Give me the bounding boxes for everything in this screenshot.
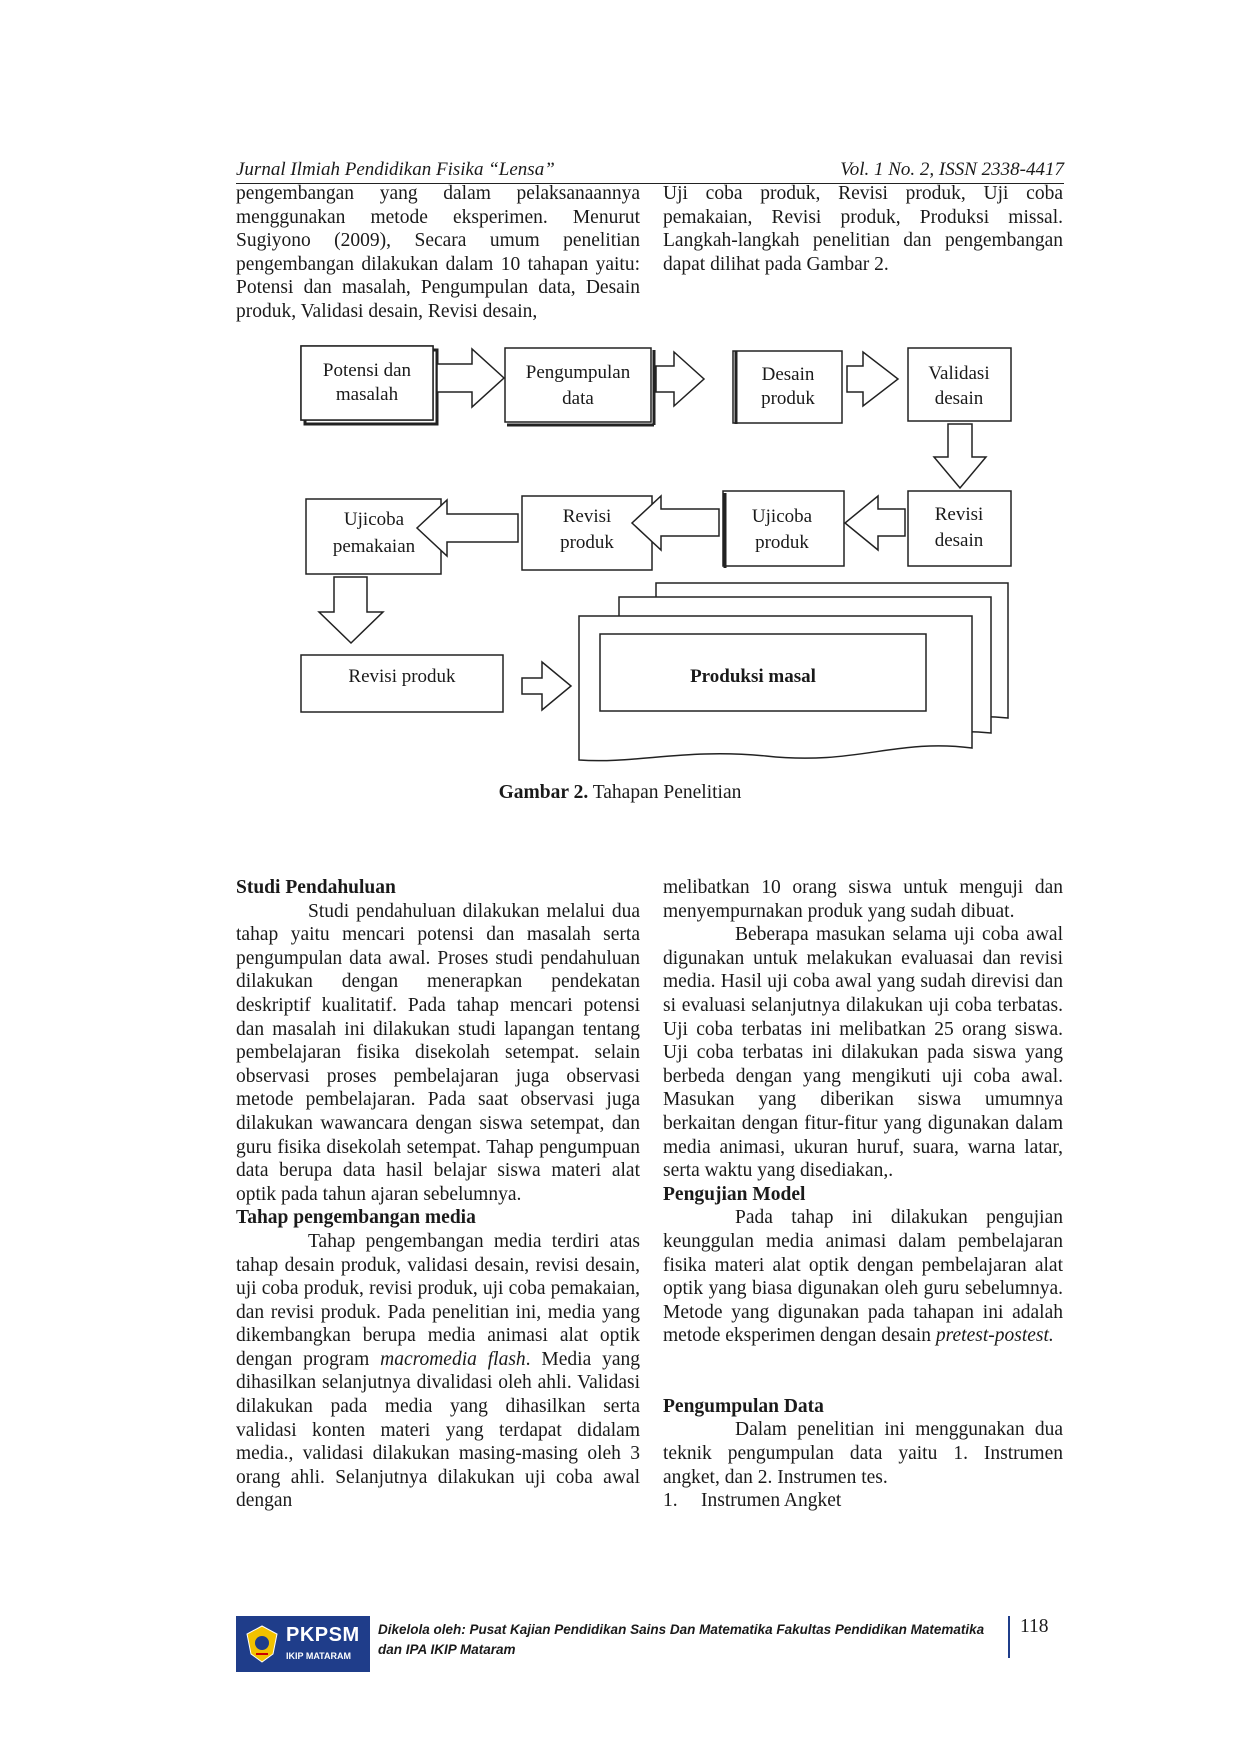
arrow-left-1 [843,494,906,552]
box-desain [732,350,843,424]
label-revisi-produk-2: Revisi produk [348,666,456,687]
label-produksi: Produksi masal [690,666,816,687]
pengujian-italic: pretest-postest. [935,1325,1054,1347]
label-ujicoba-produk-2: produk [755,532,809,553]
studi-body: Studi pendahuluan dilakukan melalui dua … [236,900,640,1205]
label-desain-2: produk [761,388,815,409]
label-validasi-1: Validasi [928,363,989,384]
caption-text: Tahapan Penelitian [588,782,742,803]
box-potensi [300,345,434,421]
label-revisi-produk-1b: produk [560,532,614,553]
journal-title: Jurnal Ilmiah Pendidikan Fisika “Lensa” [236,159,555,180]
label-desain-1: Desain [762,364,815,385]
label-revisi-produk-1a: Revisi [563,506,612,527]
arrow-right-3 [846,350,900,408]
heading-tahap: Tahap pengembangan media [236,1207,476,1229]
masukan-paragraph: Beberapa masukan selama uji coba awal di… [663,924,1063,1182]
label-potensi-2: masalah [336,384,399,405]
continuation-text: melibatkan 10 orang siswa untuk menguji … [663,877,1063,922]
arrow-left-3 [415,498,519,558]
arrow-right-4 [521,660,573,712]
label-pengumpulan-1: Pengumpulan [526,362,631,383]
running-header: Jurnal Ilmiah Pendidikan Fisika “Lensa” … [236,159,1064,184]
list-item-number: 1. [663,1490,678,1512]
intro-left-column: pengembangan yang dalam pelaksanaannya m… [236,182,640,324]
tahap-italic: macromedia flash [380,1348,526,1370]
label-revisi-desain-2: desain [935,530,984,551]
intro-right-column: Uji coba produk, Revisi produk, Uji coba… [663,182,1063,276]
logo-subtext: IKIP MATARAM [286,1651,351,1661]
box-revisi-produk-1 [521,495,653,571]
arrow-left-2 [630,494,720,552]
body-right-column: melibatkan 10 orang siswa untuk menguji … [663,876,1063,1513]
caption-label: Gambar 2. [498,782,589,803]
box-revisi-desain [907,490,1012,567]
pengujian-body: Pada tahap ini dilakukan pengujian keung… [663,1206,1063,1348]
logo-text: PKPSM [286,1624,360,1646]
box-ujicoba-produk [722,490,845,567]
label-ujicoba-pemakaian-2: pemakaian [333,536,416,557]
box-revisi-produk-2 [300,654,504,713]
research-stages-diagram: Potensi dan masalah Pengumpulan data Des… [300,345,1012,762]
intro-right-text: Uji coba produk, Revisi produk, Uji coba… [663,183,1063,275]
heading-pengumpulan: Pengumpulan Data [663,1395,824,1417]
tahap-body-1: Tahap pengembangan media terdiri atas ta… [236,1230,640,1370]
heading-studi: Studi Pendahuluan [236,877,396,898]
arrow-right-1 [436,347,506,409]
arrow-down-2 [317,576,385,645]
list-item: 1. Instrumen Angket [663,1489,1063,1513]
pengujian-text: Pada tahap ini dilakukan pengujian keung… [663,1207,1063,1347]
pkpsm-logo: PKPSM IKIP MATARAM [236,1616,370,1672]
page-footer: PKPSM IKIP MATARAM Dikelola oleh: Pusat … [236,1614,1066,1676]
tahap-body-2: . Media yang dihasilkan selanjutnya diva… [236,1348,640,1512]
tahap-body: Tahap pengembangan media terdiri atas ta… [236,1230,640,1513]
label-validasi-2: desain [935,388,984,409]
box-produksi [599,633,927,712]
publisher-note: Dikelola oleh: Pusat Kajian Pendidikan S… [378,1622,985,1657]
arrow-right-2 [655,350,706,408]
section-gap [663,1348,1063,1395]
list-item-text: Instrumen Angket [701,1490,842,1512]
volume-issn: Vol. 1 No. 2, ISSN 2338-4417 [840,159,1064,180]
label-ujicoba-pemakaian-1: Ujicoba [344,509,405,530]
footer-divider [1008,1616,1010,1658]
arrow-down-1 [932,423,988,490]
figure-caption: Gambar 2. Tahapan Penelitian [0,782,1240,804]
label-potensi-1: Potensi dan [323,360,412,381]
page-number: 118 [1020,1616,1049,1637]
label-pengumpulan-2: data [562,388,594,409]
emblem-icon [246,1625,278,1663]
intro-left-text: pengembangan yang dalam pelaksanaannya m… [236,183,640,322]
box-pengumpulan [504,347,652,423]
produksi-stack [578,582,1009,762]
label-ujicoba-produk-1: Ujicoba [752,506,813,527]
label-revisi-desain-1: Revisi [935,504,984,525]
pengumpulan-body: Dalam penelitian ini menggunakan dua tek… [663,1419,1063,1488]
heading-pengujian: Pengujian Model [663,1183,806,1205]
body-left-column: Studi Pendahuluan Studi pendahuluan dila… [236,876,640,1513]
box-validasi [907,347,1012,422]
